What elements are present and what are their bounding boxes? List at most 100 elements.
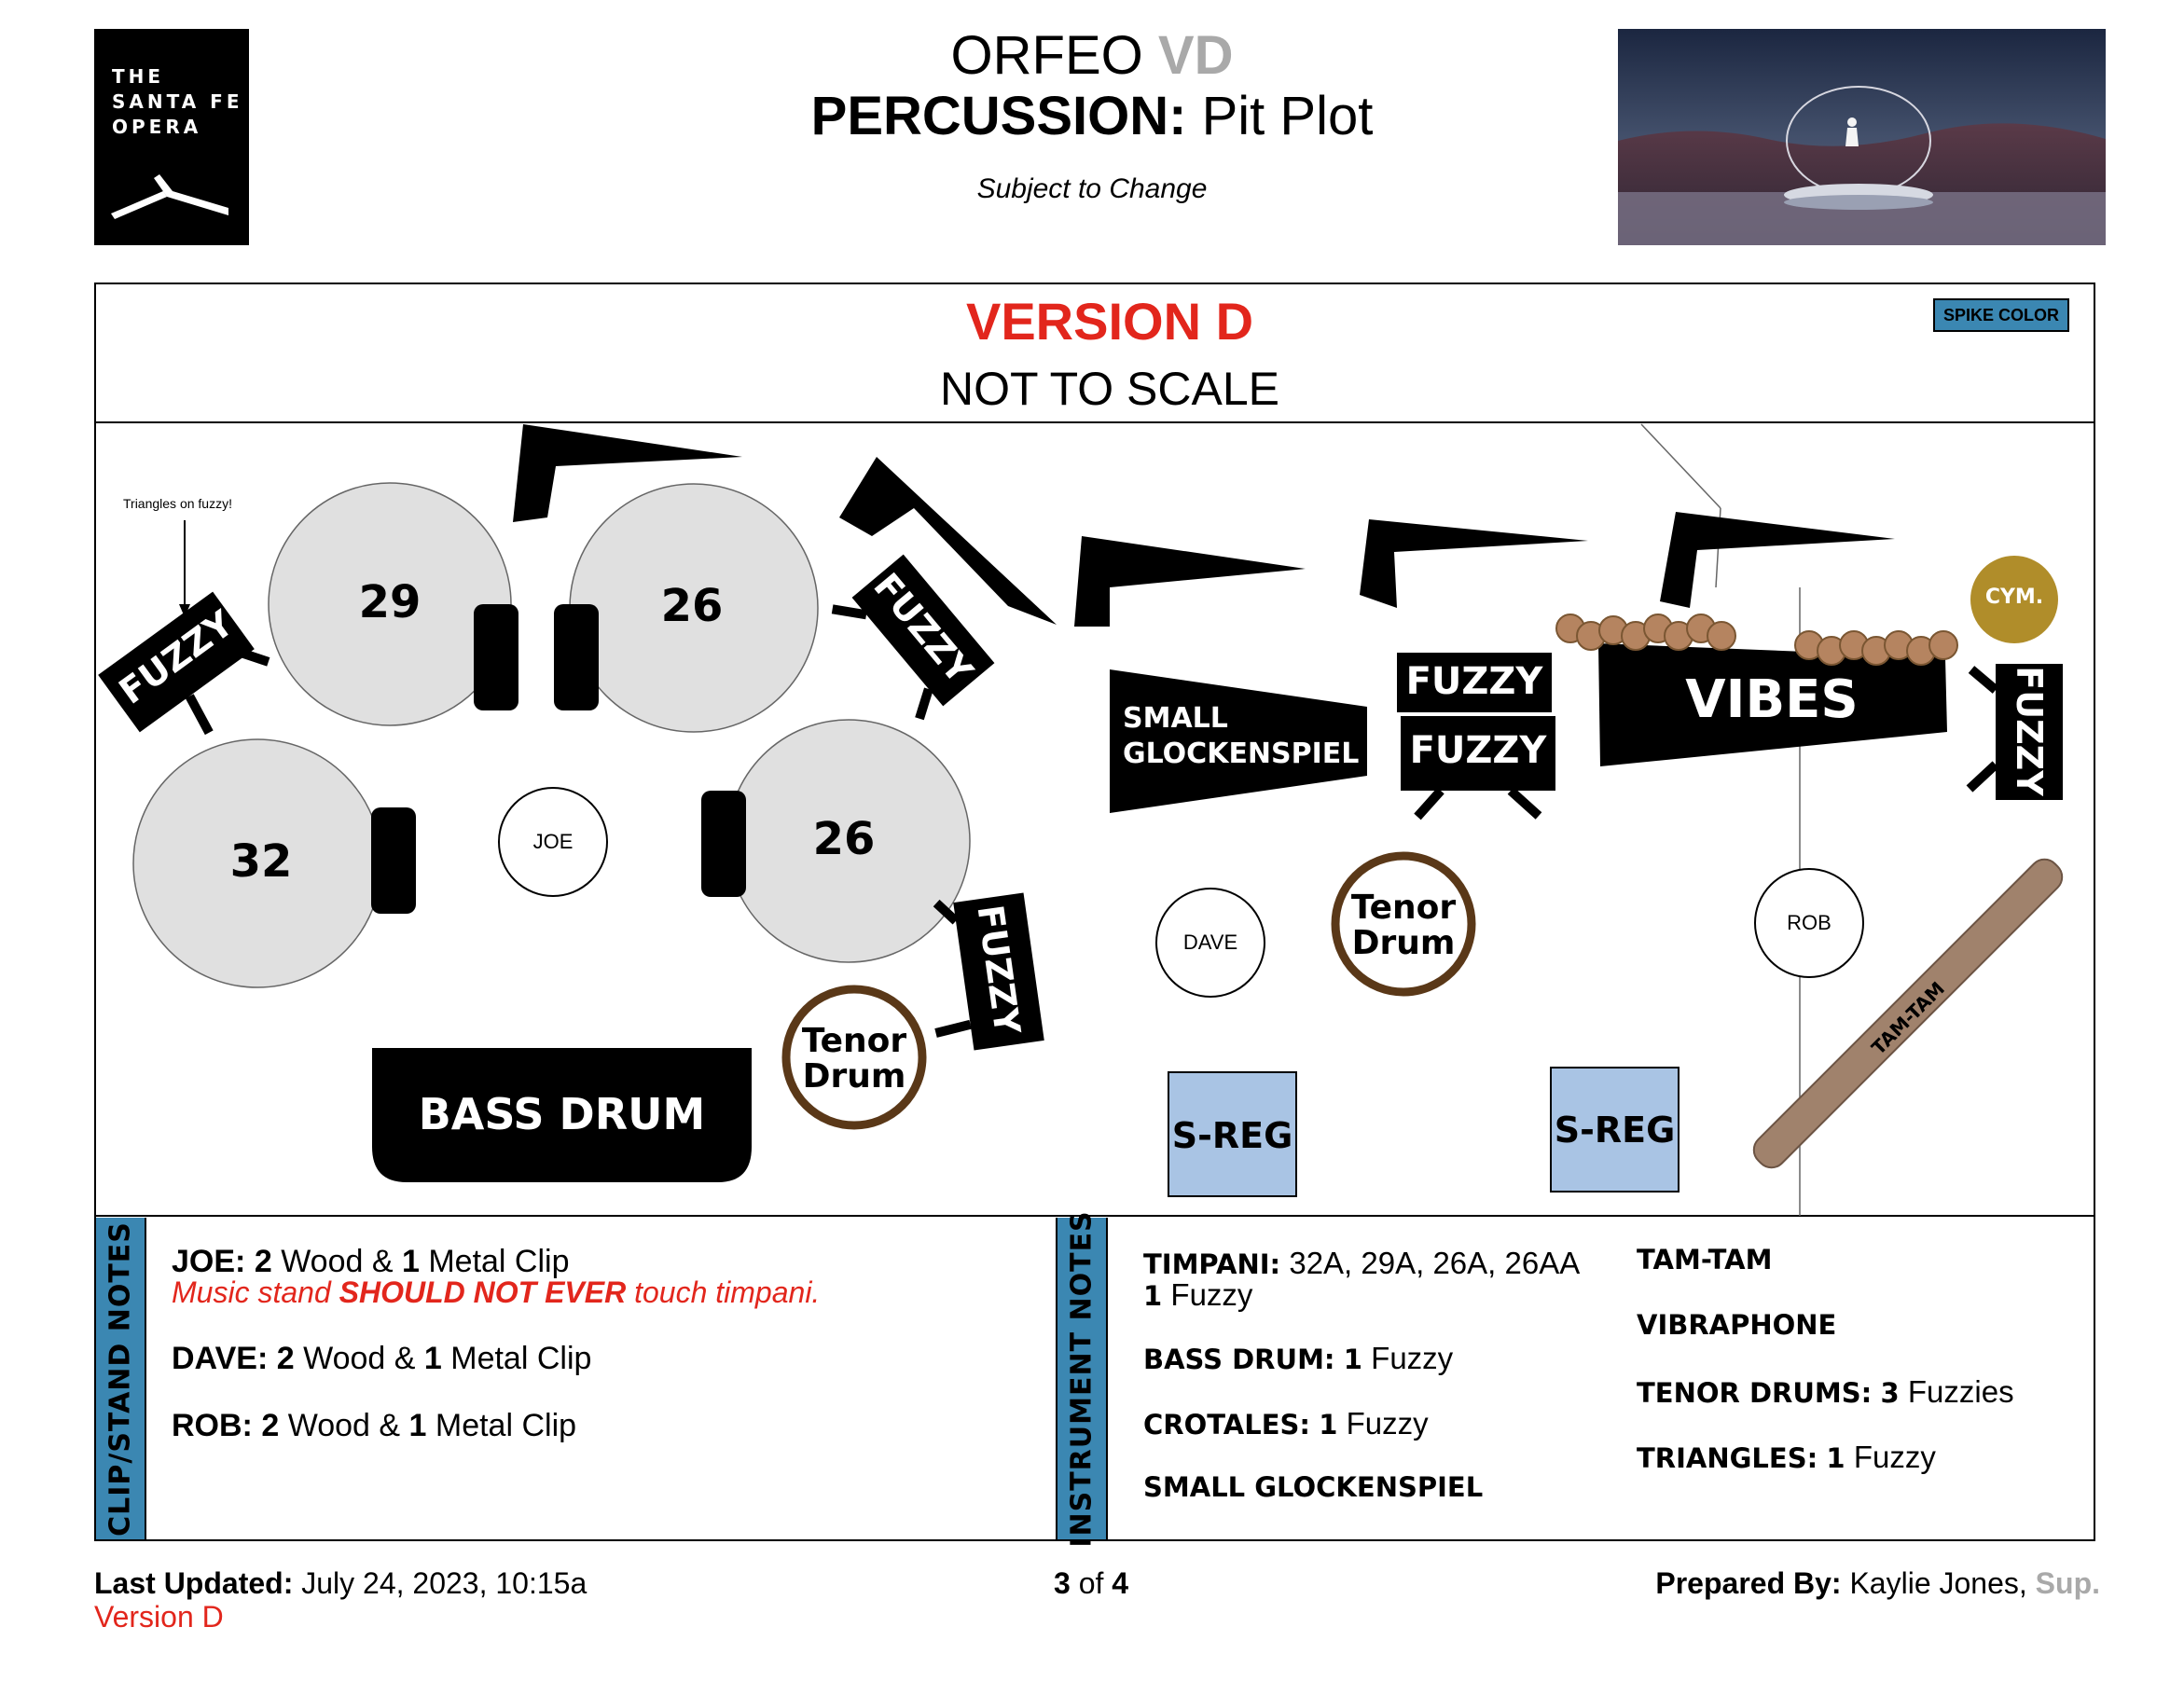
warning-bold: SHOULD NOT EVER	[339, 1275, 627, 1309]
prepared-name: Kaylie Jones,	[1849, 1566, 2027, 1600]
bass-drum-label: BASS DRUM	[418, 1089, 706, 1139]
title-opera: ORFEO	[950, 25, 1143, 86]
dave-n2: 1	[423, 1341, 442, 1376]
bass-drum[interactable]	[372, 1048, 752, 1182]
timpani-26-upper-label: 26	[660, 580, 724, 632]
timpani-26-lower[interactable]	[701, 719, 971, 963]
chair-rob[interactable]	[1754, 868, 1864, 978]
cymbal-label: CYM.	[1984, 586, 2044, 609]
page-current: 3	[1054, 1566, 1071, 1600]
joe-t1: Wood &	[281, 1244, 394, 1279]
joe-name: JOE:	[172, 1244, 246, 1279]
timpani-32[interactable]	[132, 738, 416, 988]
sreg-right[interactable]	[1550, 1067, 1679, 1193]
production-image	[1618, 29, 2106, 245]
glockenspiel-label: SMALL GLOCKENSPIEL	[1123, 701, 1359, 772]
crotales-name: CROTALES:	[1143, 1409, 1311, 1441]
vibes[interactable]	[1555, 614, 1958, 766]
page-subtitle: PERCUSSION: Pit Plot	[0, 86, 2184, 147]
timpani-n: 1	[1143, 1280, 1163, 1312]
sreg-left-label: S-REG	[1171, 1115, 1293, 1156]
rob-name: ROB:	[172, 1408, 253, 1443]
santa-fe-opera-logo: THE SANTA FE OPERA	[94, 29, 249, 245]
inst-triangles: TRIANGLES: 1 Fuzzy	[1637, 1440, 1936, 1475]
tenor-drum-left[interactable]	[781, 985, 927, 1130]
sreg-left[interactable]	[1168, 1071, 1297, 1197]
music-stands	[513, 424, 1895, 627]
inst-glock: SMALL GLOCKENSPIEL	[1143, 1471, 1483, 1503]
page-title: ORFEO VD	[0, 26, 2184, 86]
tenor-drum-right-label: Tenor Drum	[1338, 890, 1469, 961]
vibes-label: VIBES	[1685, 669, 1859, 730]
cymbal[interactable]	[1970, 556, 2058, 643]
timpani-32-label: 32	[229, 835, 293, 888]
prepared-by: Prepared By: Kaylie Jones, Sup.	[1655, 1566, 2100, 1601]
title-version: VD	[1157, 25, 1234, 86]
prepared-label: Prepared By:	[1655, 1566, 1842, 1600]
tenor-value: Fuzzies	[1907, 1374, 2014, 1409]
dave-name: DAVE:	[172, 1341, 269, 1376]
inst-timpani: TIMPANI: 32A, 29A, 26A, 26AA	[1143, 1246, 1580, 1281]
dave-n1: 2	[276, 1341, 295, 1376]
timpani-name: TIMPANI:	[1143, 1248, 1281, 1280]
page-total: 4	[1112, 1566, 1129, 1600]
fuzzy-stand-left[interactable]	[98, 589, 282, 765]
bass-drum-n: 1	[1343, 1344, 1362, 1375]
tenor-drum-right[interactable]	[1331, 851, 1476, 997]
not-to-scale: NOT TO SCALE	[939, 363, 1279, 415]
fuzzy-label-double-bottom: FUZZY	[1409, 729, 1547, 772]
glockenspiel-shape[interactable]	[1110, 669, 1367, 813]
crotales-n: 1	[1319, 1409, 1338, 1441]
fuzzy-stand-center[interactable]	[830, 552, 995, 724]
timpani-value: 32A, 29A, 26A, 26AA	[1289, 1246, 1581, 1280]
joe-n1: 2	[254, 1244, 272, 1279]
timpani-29[interactable]	[268, 482, 518, 726]
chair-dave[interactable]	[1155, 888, 1265, 998]
dave-t1: Wood &	[303, 1341, 416, 1376]
rob-n1: 2	[261, 1408, 280, 1443]
timpani-26-upper[interactable]	[554, 483, 819, 733]
tenor-right-line1: Tenor	[1350, 889, 1457, 927]
chair-joe-label: JOE	[532, 830, 574, 853]
fuzzy-double-stand[interactable]	[1397, 653, 1555, 820]
fuzzy-label-double-top: FUZZY	[1405, 660, 1543, 703]
last-updated-value: July 24, 2023, 10:15a	[301, 1566, 587, 1600]
inst-timpani-fuzzy: 1 Fuzzy	[1143, 1277, 1252, 1313]
tam-tam[interactable]	[1748, 853, 2068, 1174]
glock-name: SMALL GLOCKENSPIEL	[1143, 1471, 1484, 1503]
tenor-drum-left-label: Tenor Drum	[789, 1024, 919, 1095]
clip-notes-heading: CLIP/STAND NOTES	[104, 1220, 137, 1537]
timpani-extra: Fuzzy	[1170, 1277, 1253, 1312]
instrument-notes-sidebar: INSTRUMENT NOTES	[1056, 1210, 1108, 1547]
dave-t2: Metal Clip	[450, 1341, 592, 1376]
vibraphone-name: VIBRAPHONE	[1637, 1309, 1837, 1341]
note-dave: DAVE: 2 Wood & 1 Metal Clip	[172, 1341, 591, 1377]
fuzzy-stand-lower[interactable]	[918, 891, 1044, 1055]
prepared-role: Sup.	[2035, 1566, 2100, 1600]
timpani-29-label: 29	[358, 576, 422, 628]
chair-joe[interactable]	[498, 787, 608, 897]
subtitle-dept: PERCUSSION:	[810, 86, 1187, 146]
glockenspiel-label-line2: GLOCKENSPIEL	[1123, 738, 1360, 770]
tenor-n: 3	[1880, 1377, 1900, 1409]
tenor-right-line2: Drum	[1351, 924, 1456, 962]
instrument-notes-heading: INSTRUMENT NOTES	[1065, 1209, 1099, 1548]
inst-tamtam: TAM-TAM	[1637, 1244, 1772, 1275]
last-updated: Last Updated: July 24, 2023, 10:15a	[94, 1566, 587, 1601]
fuzzy-stand-right[interactable]	[1966, 664, 2063, 800]
note-joe: JOE: 2 Wood & 1 Metal Clip	[172, 1244, 570, 1280]
inst-vibraphone: VIBRAPHONE	[1637, 1309, 1836, 1341]
pit-plot-frame	[94, 283, 2095, 1541]
rob-t1: Wood &	[287, 1408, 401, 1443]
spike-color-swatch: SPIKE COLOR	[1933, 298, 2069, 332]
joe-n2: 1	[401, 1244, 420, 1279]
glockenspiel-label-line1: SMALL	[1123, 702, 1228, 735]
triangles-name: TRIANGLES:	[1637, 1442, 1818, 1474]
triangles-n: 1	[1826, 1442, 1845, 1474]
subtitle-doc: Pit Plot	[1201, 86, 1374, 146]
note-warning: Music stand SHOULD NOT EVER touch timpan…	[172, 1275, 820, 1310]
triangles-note: Triangles on fuzzy!	[123, 496, 232, 511]
logo-text: THE SANTA FE OPERA	[112, 65, 243, 138]
page-number: 3 of 4	[1054, 1566, 1128, 1601]
warning-post: touch timpani.	[634, 1275, 821, 1309]
